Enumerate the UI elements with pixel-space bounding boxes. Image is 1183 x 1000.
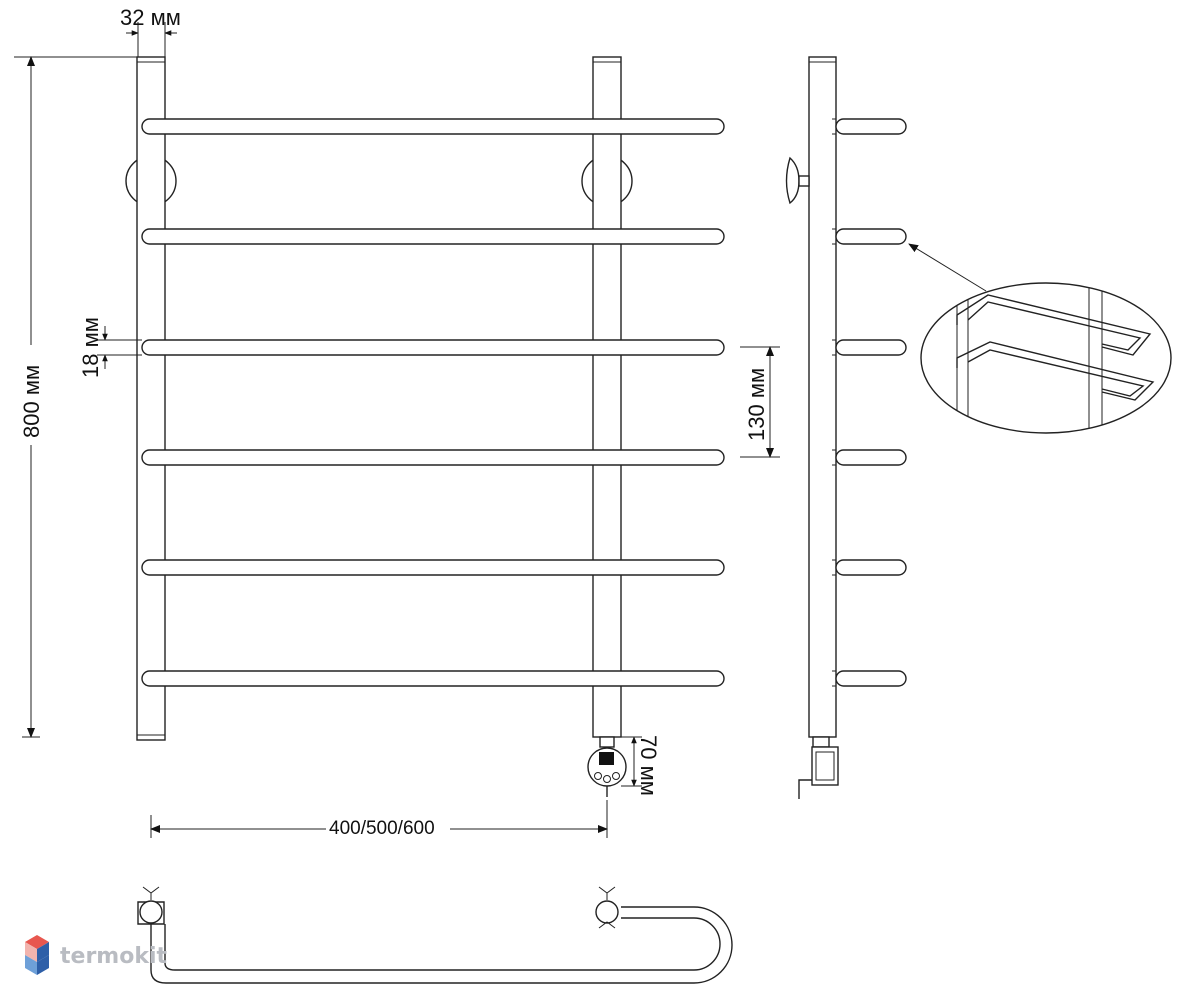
detail-callout xyxy=(908,243,1172,434)
dimension-pipe-diameter: 32 мм xyxy=(120,5,181,57)
top-left-valve xyxy=(137,886,165,925)
width-label: 400/500/600 xyxy=(329,818,435,839)
top-view xyxy=(137,886,733,984)
rung-3 xyxy=(141,339,725,356)
side-rungs xyxy=(835,118,907,687)
side-connector xyxy=(798,736,839,799)
dimension-rung-diameter: 18 мм xyxy=(78,317,142,378)
front-rungs xyxy=(141,118,725,687)
front-view xyxy=(125,56,725,797)
dimension-width: 400/500/600 xyxy=(150,800,608,839)
rung-spacing-label: 130 мм xyxy=(744,368,769,441)
watermark-text: termokit xyxy=(60,944,167,969)
connector-height-label: 70 мм xyxy=(636,735,661,796)
side-view xyxy=(785,56,907,799)
rung-1 xyxy=(141,118,725,135)
top-right-valve xyxy=(595,886,619,929)
left-vertical-pipe xyxy=(136,56,166,741)
side-vertical-pipe xyxy=(808,56,837,738)
rung-diameter-label: 18 мм xyxy=(78,317,103,378)
pipe-diameter-label: 32 мм xyxy=(120,5,181,30)
detail-ellipse xyxy=(920,282,1172,434)
top-pipe-loop xyxy=(150,906,733,984)
termokit-watermark: termokit xyxy=(25,935,167,975)
termokit-logo-icon xyxy=(25,935,49,975)
dimension-rung-spacing: 130 мм xyxy=(740,346,780,458)
rung-2 xyxy=(141,228,725,245)
rung-5 xyxy=(141,559,725,576)
right-vertical-pipe xyxy=(592,56,622,738)
height-label: 800 мм xyxy=(19,365,44,438)
rung-6 xyxy=(141,670,725,687)
dimension-connector-height: 70 мм xyxy=(621,735,661,796)
rung-4 xyxy=(141,449,725,466)
side-wall-bracket xyxy=(785,156,810,205)
dimension-height: 800 мм xyxy=(14,56,137,738)
electric-connector xyxy=(587,736,627,797)
